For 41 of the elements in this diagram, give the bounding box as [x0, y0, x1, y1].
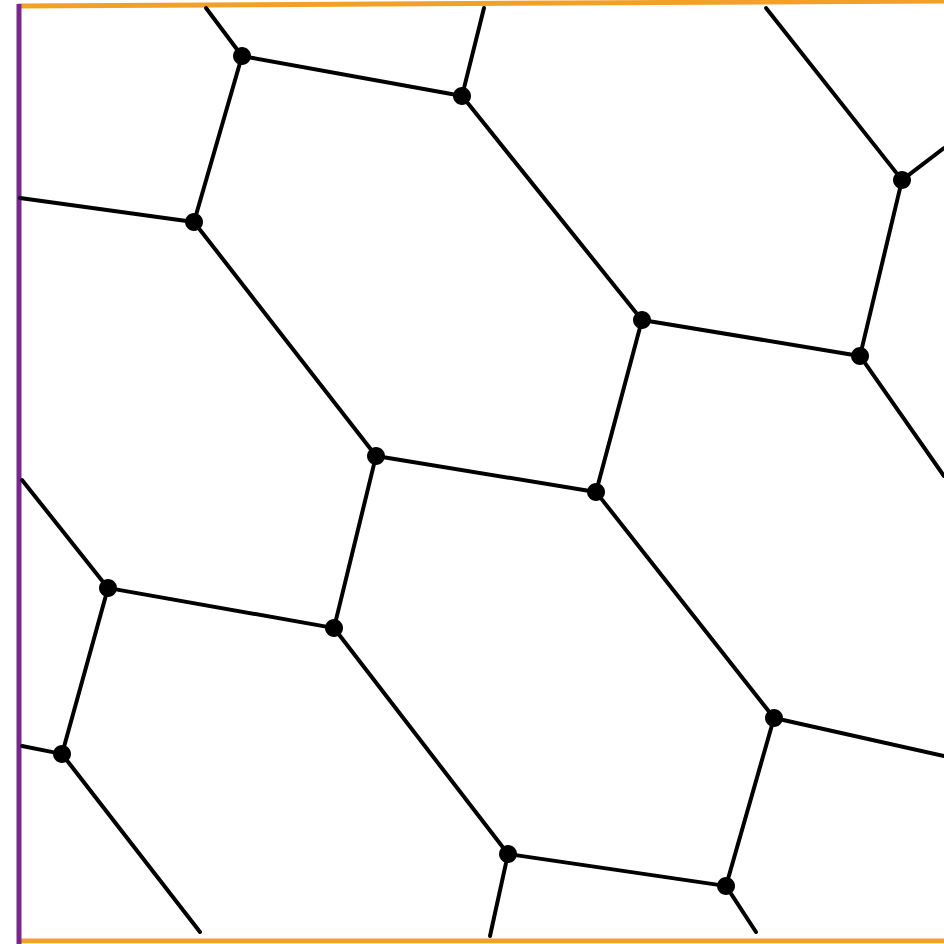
dot	[587, 483, 605, 501]
dot	[325, 619, 343, 637]
line	[20, 744, 55, 755]
line	[65, 759, 202, 934]
dot	[99, 579, 117, 597]
line	[764, 6, 899, 175]
line	[115, 587, 327, 629]
dot	[851, 347, 869, 365]
dot	[717, 877, 735, 895]
line	[20, 478, 105, 583]
line	[465, 101, 639, 315]
dot	[233, 47, 251, 65]
dot	[499, 845, 517, 863]
line	[729, 891, 758, 934]
dot	[53, 745, 71, 763]
line	[907, 146, 944, 177]
line	[204, 6, 239, 51]
line	[649, 319, 853, 357]
line	[726, 725, 774, 879]
line	[249, 55, 455, 97]
line	[488, 861, 508, 938]
dot	[367, 447, 385, 465]
line	[18, 196, 187, 223]
line	[194, 63, 242, 215]
dot	[633, 311, 651, 329]
line	[863, 361, 944, 478]
line	[334, 463, 376, 621]
line	[515, 853, 719, 887]
line	[197, 227, 373, 451]
line	[462, 6, 486, 89]
line	[62, 595, 108, 747]
dot	[453, 87, 471, 105]
dot	[765, 709, 783, 727]
line	[596, 327, 642, 485]
line	[337, 633, 505, 849]
dot	[893, 171, 911, 189]
line	[599, 497, 771, 713]
dot	[185, 213, 203, 231]
line	[860, 187, 902, 349]
line	[781, 718, 944, 758]
line	[383, 455, 589, 493]
